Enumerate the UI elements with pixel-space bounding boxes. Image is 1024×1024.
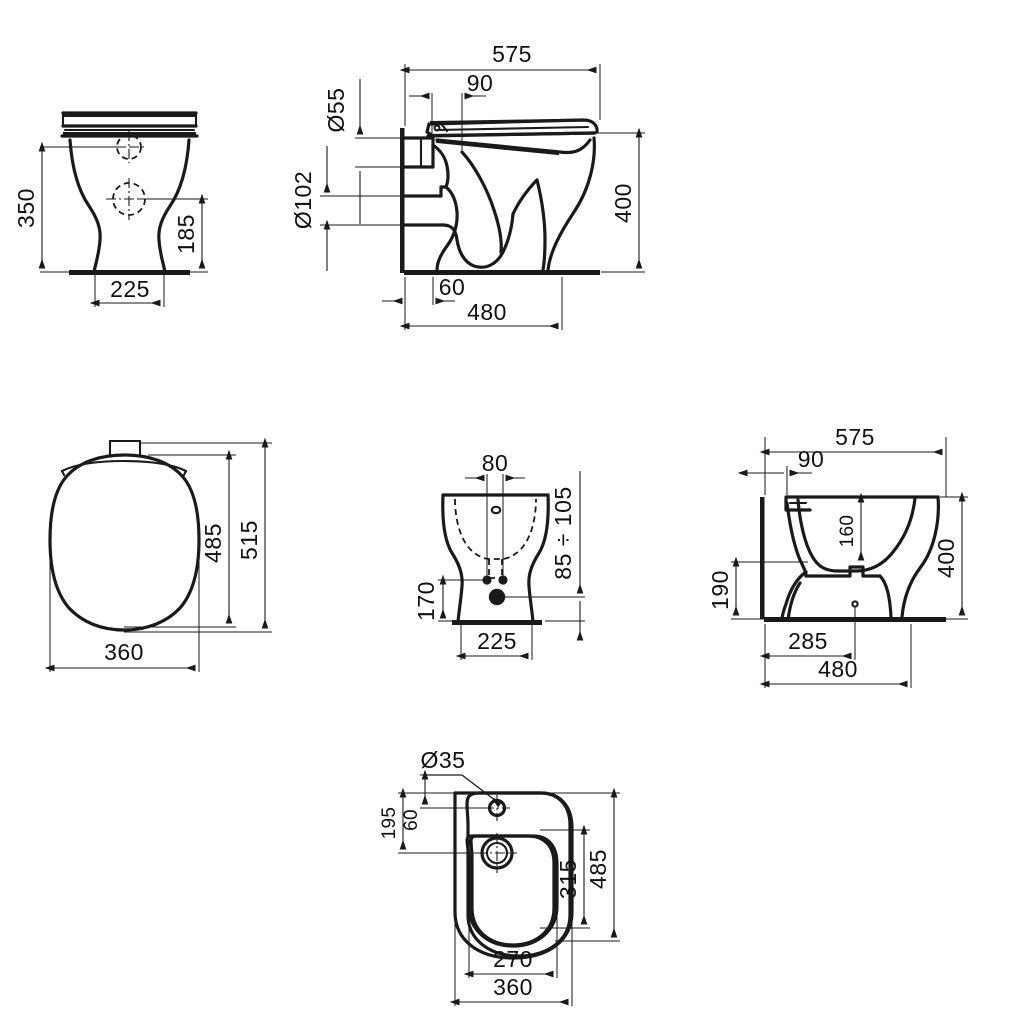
- dim-label-bidet-plan-195: 195: [379, 807, 400, 840]
- dim-label-bidet-plan-60: 60: [401, 809, 422, 831]
- dim-bidet-plan-315: 315: [540, 824, 590, 929]
- wc-plan-seat-edge: [60, 459, 188, 477]
- bidet-plan-inner-bowl: [465, 834, 559, 948]
- bidet-side-wall: [760, 497, 765, 619]
- dim-label-bidet-side-480: 480: [818, 656, 858, 682]
- view-bidet-plan: Ø35 195 60 315 485: [379, 747, 620, 1006]
- dim-label-wc-side-575: 575: [492, 41, 532, 67]
- dim-label-bidet-front-80: 80: [482, 450, 509, 476]
- bidet-front-waste-outlet: [488, 588, 506, 606]
- wc-side-floor: [404, 270, 600, 275]
- dim-wc-side-400: 400: [596, 127, 645, 273]
- dim-label-bidet-front-225: 225: [477, 628, 517, 654]
- dim-wc-plan-485: 485: [124, 449, 236, 628]
- dim-label-wc-side-d102: Ø102: [290, 171, 316, 229]
- dim-label-bidet-side-90: 90: [798, 446, 825, 472]
- dim-wc-side-480: 480: [399, 277, 563, 330]
- dim-label-bidet-side-575: 575: [835, 424, 875, 450]
- dim-label-wc-plan-485: 485: [200, 523, 226, 563]
- dim-label-bidet-side-285: 285: [788, 628, 828, 654]
- dim-wc-plan-515: 515: [124, 437, 272, 633]
- view-wc-plan: 515 485 360: [44, 437, 272, 672]
- view-bidet-front: 80 170 85 ÷ 105 225: [413, 450, 585, 660]
- dim-label-bidet-side-160: 160: [837, 515, 858, 548]
- dim-bidet-front-170: 170: [413, 574, 483, 622]
- dim-wc-side-d102: Ø102: [290, 146, 404, 271]
- dim-label-bidet-front-170: 170: [413, 581, 439, 621]
- dim-wc-side-575: 575: [399, 41, 601, 126]
- view-wc-front: 350 185 225: [13, 111, 208, 307]
- wc-front-floor: [40, 270, 208, 275]
- dim-bidet-plan-60: 60: [401, 769, 490, 831]
- bidet-side-body: [780, 495, 940, 622]
- dim-wc-front-225: 225: [89, 274, 165, 307]
- dim-label-bidet-plan-d35: Ø35: [421, 747, 466, 773]
- dim-label-bidet-plan-315: 315: [555, 859, 581, 899]
- dim-label-bidet-side-190: 190: [707, 570, 733, 610]
- wc-side-body: [402, 136, 596, 272]
- dim-bidet-side-575: 575: [759, 424, 947, 497]
- dim-bidet-plan-195: 195: [379, 787, 589, 854]
- dim-bidet-plan-270: 270: [463, 900, 558, 978]
- dim-label-bidet-side-400: 400: [933, 538, 959, 578]
- dim-bidet-side-90: 90: [737, 446, 825, 495]
- view-bidet-side: 575 90 160 400 190: [707, 424, 968, 688]
- dim-bidet-front-225: 225: [455, 623, 533, 660]
- bidet-front-fixing-holes: [482, 575, 508, 585]
- bidet-front-body: [441, 493, 550, 624]
- dim-label-wc-plan-515: 515: [236, 520, 262, 560]
- dim-label-wc-front-185: 185: [173, 214, 199, 254]
- wc-plan-lid: [48, 453, 201, 632]
- dim-wc-front-350: 350: [13, 141, 124, 269]
- dim-bidet-side-480: 480: [759, 624, 912, 688]
- wc-front-body: [68, 138, 191, 274]
- wc-side-inlet-spigot: [402, 136, 435, 169]
- dim-bidet-front-80: 80: [465, 450, 525, 578]
- dim-bidet-side-190: 190: [707, 556, 808, 620]
- dim-label-wc-side-60: 60: [439, 274, 466, 300]
- dim-bidet-side-400: 400: [933, 491, 968, 620]
- bidet-front-tap-hole: [490, 505, 502, 515]
- dim-label-bidet-plan-360: 360: [493, 974, 533, 1000]
- dim-label-wc-side-400: 400: [610, 183, 636, 223]
- dim-label-wc-plan-360: 360: [104, 639, 144, 665]
- dim-wc-side-90: 90: [409, 70, 493, 150]
- dim-label-bidet-front-85-105: 85 ÷ 105: [550, 486, 576, 579]
- dim-label-wc-front-225: 225: [110, 276, 150, 302]
- dim-label-wc-side-d55: Ø55: [323, 88, 349, 133]
- dim-label-wc-side-480: 480: [467, 299, 507, 325]
- dim-label-wc-side-90: 90: [467, 70, 494, 96]
- dim-label-bidet-plan-270: 270: [493, 946, 533, 972]
- dim-wc-side-d55: Ø55: [323, 79, 404, 224]
- view-wc-side: 575 90 Ø55 Ø102: [290, 41, 645, 330]
- dim-wc-front-185: 185: [138, 193, 208, 269]
- dim-wc-plan-360: 360: [44, 560, 200, 672]
- dim-label-wc-front-350: 350: [13, 188, 39, 228]
- dim-bidet-plan-485: 485: [555, 787, 620, 942]
- dim-label-bidet-plan-485: 485: [585, 849, 611, 889]
- dim-bidet-side-160: 160: [837, 492, 865, 561]
- dim-bidet-plan-360: 360: [449, 915, 573, 1006]
- wc-side-wall: [400, 128, 405, 273]
- bidet-front-floor: [452, 620, 542, 625]
- dim-bidet-front-85-105: 85 ÷ 105: [505, 471, 585, 641]
